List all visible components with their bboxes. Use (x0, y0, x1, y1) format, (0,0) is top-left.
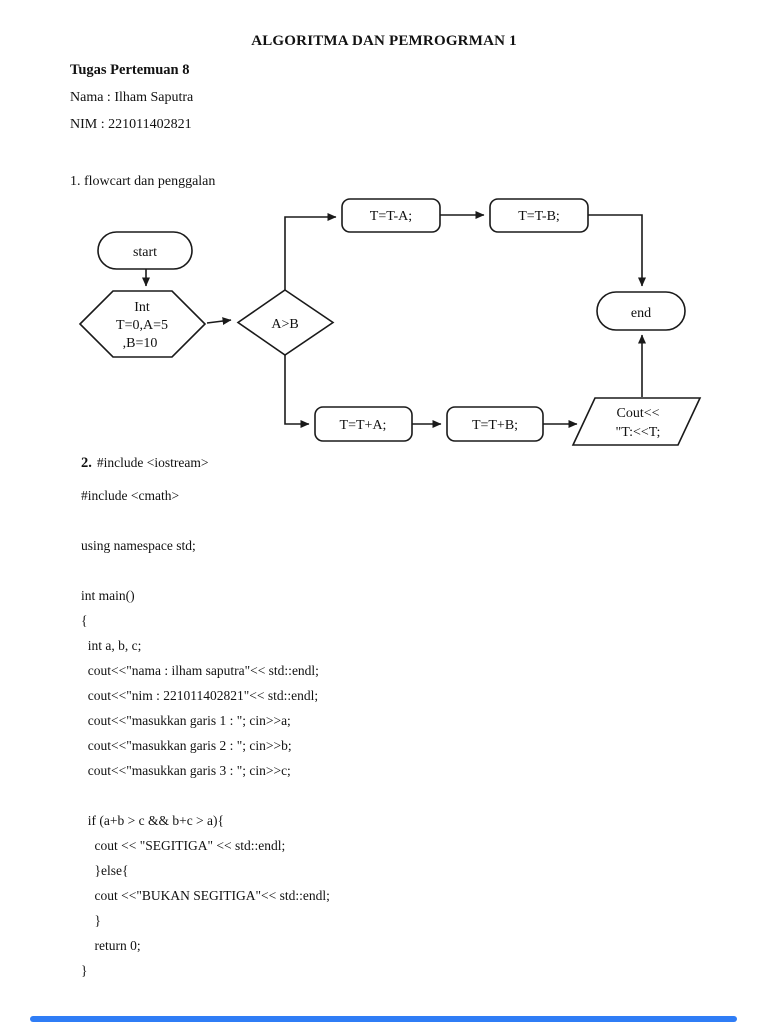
code-line: } (81, 963, 88, 978)
page-title: ALGORITMA DAN PEMROGRMAN 1 (251, 33, 517, 49)
arrow-decision-to-plus-a (284, 355, 310, 428)
decision-diamond-label: A>B (271, 317, 298, 332)
start-terminator-shape (97, 231, 193, 270)
page-bottom-divider (30, 1016, 737, 1022)
section-2-include-line: #include <iostream> (96, 455, 209, 470)
assignment-heading: Tugas Pertemuan 8 (70, 62, 190, 78)
code-block: #include <cmath> using namespace std; int … (81, 483, 701, 983)
code-line: } (81, 913, 101, 928)
section-2-number: 2. (81, 455, 92, 471)
section-1-label: 1. flowcart dan penggalan (70, 174, 216, 189)
process-plus-b-shape (446, 406, 544, 442)
student-name-line: Nama : Ilham Saputra (70, 90, 194, 105)
code-line (81, 508, 701, 533)
code-line: int main() (81, 588, 135, 603)
code-line: cout <<"BUKAN SEGITIGA"<< std::endl; (81, 888, 330, 903)
process-minus-a-shape (341, 198, 441, 233)
output-parallelogram-line2: "T:<<T; (616, 425, 661, 440)
init-hexagon-line1: Int (134, 300, 150, 315)
code-line: cout<<"nama : ilham saputra"<< std::endl… (81, 663, 319, 678)
section-2-heading: 2. #include <iostream> (81, 455, 208, 472)
process-plus-a-label: T=T+A; (340, 418, 387, 433)
end-terminator-shape (596, 291, 686, 331)
student-nim-line: NIM : 221011402821 (70, 117, 192, 132)
code-line (81, 783, 701, 808)
start-terminator-label: start (133, 245, 157, 260)
code-line: if (a+b > c && b+c > a){ (81, 813, 225, 828)
output-parallelogram-shape (571, 397, 702, 446)
code-line: return 0; (81, 938, 141, 953)
code-line: cout<<"masukkan garis 3 : "; cin>>c; (81, 763, 291, 778)
arrow-minus-b-to-end (588, 214, 646, 287)
init-hexagon-line3: ,B=10 (123, 336, 158, 351)
code-line (81, 558, 701, 583)
process-plus-b-label: T=T+B; (472, 418, 518, 433)
process-minus-a-label: T=T-A; (370, 209, 412, 224)
code-line: #include <cmath> (81, 488, 180, 503)
code-line: cout<<"masukkan garis 2 : "; cin>>b; (81, 738, 292, 753)
code-line: cout << "SEGITIGA" << std::endl; (81, 838, 286, 853)
code-line: int a, b, c; (81, 638, 142, 653)
flowchart: start Int T=0,A=5 ,B=10 A>B T=T-A; T=T-B… (78, 198, 702, 446)
code-line: cout<<"masukkan garis 1 : "; cin>>a; (81, 713, 291, 728)
end-terminator-label: end (631, 306, 651, 321)
decision-diamond-shape (236, 289, 335, 356)
code-line: using namespace std; (81, 538, 196, 553)
process-plus-a-shape (314, 406, 413, 442)
process-minus-b-shape (489, 198, 589, 233)
init-hexagon-shape (78, 290, 207, 358)
code-line: }else{ (81, 863, 129, 878)
arrow-decision-to-minus-a (284, 213, 337, 290)
output-parallelogram-line1: Cout<< (616, 406, 659, 421)
code-line: { (81, 613, 88, 628)
arrow-init-to-decision (206, 317, 232, 326)
process-minus-b-label: T=T-B; (518, 209, 560, 224)
code-line: cout<<"nim : 221011402821"<< std::endl; (81, 688, 319, 703)
init-hexagon-line2: T=0,A=5 (116, 318, 168, 333)
